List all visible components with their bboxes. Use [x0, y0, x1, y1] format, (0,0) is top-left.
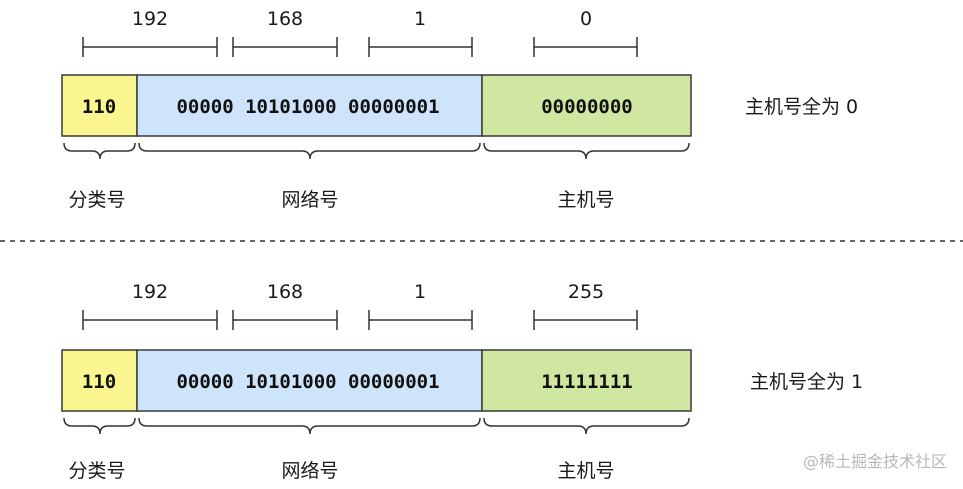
panel-host-all-zero: 192 168 1 0 110 00000 10101000 00000001 …: [61, 8, 858, 211]
octet-3: 1: [414, 8, 426, 30]
network-bits: 00000 10101000 00000001: [176, 96, 439, 118]
octet-4: 0: [580, 8, 592, 30]
host-bits: 11111111: [541, 371, 633, 393]
class-label: 分类号: [68, 460, 125, 482]
watermark: @稀土掘金技术社区: [803, 452, 947, 471]
network-label: 网络号: [281, 189, 338, 211]
network-segment: [136, 74, 483, 137]
class-bits: 110: [82, 371, 116, 393]
octet-3: 1: [414, 281, 426, 303]
panel-note: 主机号全为 1: [750, 371, 863, 393]
host-label: 主机号: [557, 460, 614, 482]
octet-4: 255: [568, 281, 604, 303]
octet-2: 168: [267, 281, 303, 303]
host-segment: [481, 349, 692, 412]
host-bits: 00000000: [541, 96, 633, 118]
class-segment: [61, 74, 138, 137]
class-label: 分类号: [68, 189, 125, 211]
octet-brackets: [82, 37, 638, 57]
octet-1: 192: [132, 8, 168, 30]
host-segment: [481, 74, 692, 137]
panel-host-all-one: 192 168 1 255 110 00000 10101000 0000000…: [61, 281, 863, 482]
octet-brackets: [82, 310, 638, 330]
octet-1: 192: [132, 281, 168, 303]
panel-note: 主机号全为 0: [745, 96, 858, 118]
octet-2: 168: [267, 8, 303, 30]
host-label: 主机号: [557, 189, 614, 211]
network-bits: 00000 10101000 00000001: [176, 371, 439, 393]
segment-braces: [63, 417, 690, 435]
network-label: 网络号: [281, 460, 338, 482]
segment-braces: [63, 142, 690, 160]
class-bits: 110: [82, 96, 116, 118]
